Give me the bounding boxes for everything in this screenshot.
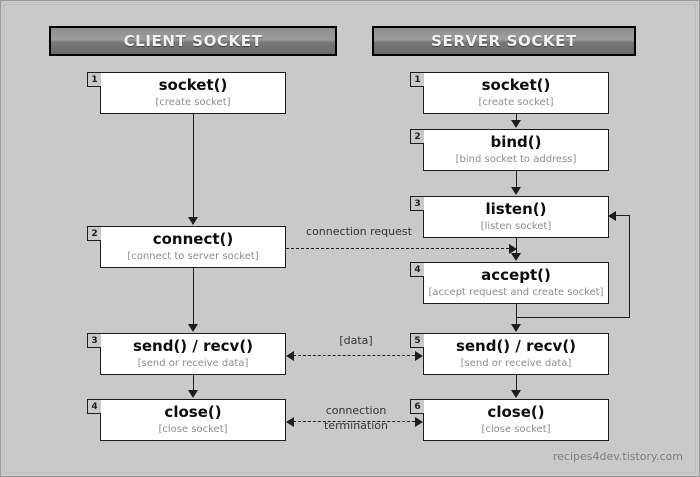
server-bind-to-listen-arrow — [511, 187, 521, 195]
connection-request-label: connection request — [306, 225, 412, 238]
data-arrow-to-server — [415, 351, 423, 361]
server-socket-to-bind-arrow — [511, 120, 521, 128]
client-step-2-badge: 2 — [87, 226, 101, 241]
server-step-1-subtitle: [create socket] — [478, 96, 554, 108]
server-step-close[interactable]: 6 close() [close socket] — [410, 399, 609, 441]
server-step-listen[interactable]: 3 listen() [listen socket] — [410, 196, 609, 238]
server-step-5-title: send() / recv() — [455, 337, 577, 356]
termination-arrow-to-client — [286, 417, 294, 427]
data-arrow-to-client — [286, 351, 294, 361]
client-step-1-badge: 1 — [87, 72, 101, 87]
server-step-4-title: accept() — [481, 266, 551, 285]
server-listen-to-accept-arrow — [511, 253, 521, 261]
server-step-socket[interactable]: 1 socket() [create socket] — [410, 72, 609, 114]
server-step-4-badge: 4 — [410, 262, 424, 277]
server-bind-to-listen-line — [516, 171, 517, 189]
accept-loop-top-segment — [616, 215, 630, 216]
server-step-6-badge: 6 — [410, 399, 424, 414]
accept-loop-arrow-into-listen — [608, 211, 616, 221]
server-step-3-badge: 3 — [410, 196, 424, 211]
server-step-6-title: close() — [487, 403, 545, 422]
server-step-accept[interactable]: 4 accept() [accept request and create so… — [410, 262, 609, 304]
server-step-5-subtitle: [send or receive data] — [460, 357, 572, 369]
client-step-1-title: socket() — [158, 76, 228, 95]
server-step-5-badge: 5 — [410, 333, 424, 348]
server-send-to-close-line — [516, 375, 517, 391]
server-step-1-title: socket() — [481, 76, 551, 95]
server-step-2-title: bind() — [490, 133, 542, 152]
server-step-3-title: listen() — [485, 200, 547, 219]
client-step-4-title: close() — [164, 403, 222, 422]
client-header-label: CLIENT SOCKET — [123, 32, 263, 50]
connection-request-dashline — [286, 248, 514, 249]
client-send-to-close-line — [193, 375, 194, 391]
server-step-send-recv[interactable]: 5 send() / recv() [send or receive data] — [410, 333, 609, 375]
client-step-1-subtitle: [create socket] — [155, 96, 231, 108]
connection-termination-label-line2: termination — [324, 419, 388, 432]
server-step-4-subtitle: [accept request and create socket] — [428, 286, 604, 298]
server-accept-to-send-line — [516, 304, 517, 326]
server-step-2-badge: 2 — [410, 129, 424, 144]
server-step-2-subtitle: [bind socket to address] — [455, 153, 577, 165]
connection-request-arrow — [509, 244, 517, 254]
watermark-text: recipes4dev.tistory.com — [552, 450, 683, 463]
client-connect-to-send-arrow — [188, 324, 198, 332]
client-step-4-subtitle: [close socket] — [158, 423, 228, 435]
server-socket-header: SERVER SOCKET — [372, 26, 636, 56]
connection-termination-label-line1: connection — [325, 404, 387, 417]
data-dashline — [293, 355, 415, 356]
client-connect-to-send-line — [193, 268, 194, 325]
termination-arrow-to-server — [415, 417, 423, 427]
client-step-4-badge: 4 — [87, 399, 101, 414]
connection-termination-dashline — [293, 421, 415, 422]
server-send-to-close-arrow — [511, 390, 521, 398]
client-step-3-subtitle: [send or receive data] — [137, 357, 249, 369]
server-socket-to-bind-line — [516, 114, 517, 122]
client-step-2-subtitle: [connect to server socket] — [127, 250, 259, 262]
accept-loop-right-segment — [629, 215, 630, 318]
server-step-6-subtitle: [close socket] — [481, 423, 551, 435]
client-step-3-title: send() / recv() — [132, 337, 254, 356]
client-step-close[interactable]: 4 close() [close socket] — [87, 399, 286, 441]
client-send-to-close-arrow — [188, 390, 198, 398]
server-step-3-subtitle: [listen socket] — [480, 220, 552, 232]
client-step-socket[interactable]: 1 socket() [create socket] — [87, 72, 286, 114]
server-step-1-badge: 1 — [410, 72, 424, 87]
server-accept-to-send-arrow — [511, 324, 521, 332]
client-socket-to-connect-line — [193, 114, 194, 218]
client-step-connect[interactable]: 2 connect() [connect to server socket] — [87, 226, 286, 268]
client-step-2-title: connect() — [152, 230, 234, 249]
accept-loop-bottom-segment — [516, 317, 630, 318]
client-socket-header: CLIENT SOCKET — [49, 26, 337, 56]
client-step-send-recv[interactable]: 3 send() / recv() [send or receive data] — [87, 333, 286, 375]
server-header-label: SERVER SOCKET — [431, 32, 577, 50]
server-step-bind[interactable]: 2 bind() [bind socket to address] — [410, 129, 609, 171]
client-step-3-badge: 3 — [87, 333, 101, 348]
client-socket-to-connect-arrow — [188, 217, 198, 225]
data-label: [data] — [339, 334, 373, 347]
